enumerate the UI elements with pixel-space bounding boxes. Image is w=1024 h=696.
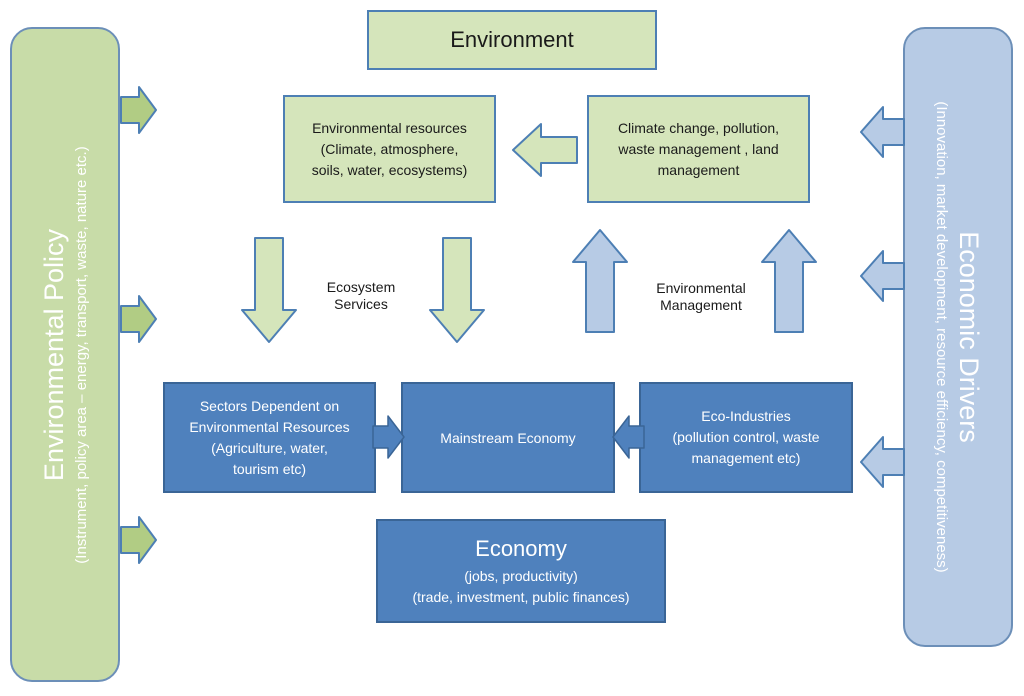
left-arrow-icon [860,436,905,488]
economic-drivers-title: Economic Drivers [954,231,984,443]
climate-change-box: Climate change, pollution, waste managem… [587,95,810,203]
mainstream-economy-box: Mainstream Economy [401,382,615,493]
right-arrow-icon [120,295,157,343]
left-arrow-icon [512,123,578,177]
eco-industries-line-3: management etc) [691,450,801,466]
right-arrow-icon [372,415,405,459]
environment-title: Environment [450,27,574,52]
economic-drivers-panel: Economic Drivers (Innovation, market dev… [903,27,1013,647]
sectors-dependent-line-3: (Agriculture, water, [211,439,328,456]
ecosystem-services-line-2: Services [334,296,388,312]
environmental-resources-line-2: (Climate, atmosphere, [320,140,459,157]
environmental-policy-panel: Environmental Policy (Instrument, policy… [10,27,120,682]
left-arrow-icon [860,106,905,158]
environmental-policy-subtitle: (Instrument, policy area – energy, trans… [73,145,90,564]
environment-box: Environment [367,10,657,70]
environmental-resources-line-1: Environmental resources [312,119,467,136]
up-arrow-icon [572,229,628,333]
eco-industries-box: Eco-Industries (pollution control, waste… [639,382,853,493]
up-arrow-icon [761,229,817,333]
right-arrow-icon [120,86,157,134]
ecosystem-services-label: Ecosystem Services [296,279,426,313]
right-arrow-icon [120,516,157,564]
left-arrow-icon [612,415,645,459]
economy-line-2: (trade, investment, public finances) [412,588,630,605]
climate-change-line-3: management [657,161,740,178]
economic-drivers-text: Economic Drivers (Innovation, market dev… [930,101,986,572]
environmental-management-line-1: Environmental [656,280,746,296]
sectors-dependent-box: Sectors Dependent on Environmental Resou… [163,382,376,493]
down-arrow-icon [429,237,485,343]
eco-industries-line-2: (pollution control, waste [672,429,820,445]
eco-industries-line-1: Eco-Industries [701,408,791,424]
sectors-dependent-line-4: tourism etc) [232,460,307,477]
mainstream-economy-title: Mainstream Economy [440,429,576,446]
economic-drivers-subtitle: (Innovation, market development, resourc… [933,101,950,573]
sectors-dependent-line-2: Environmental Resources [189,418,350,435]
left-arrow-icon [860,250,905,302]
sectors-dependent-line-1: Sectors Dependent on [199,397,340,414]
environmental-policy-title: Environmental Policy [39,228,69,481]
economy-title: Economy [475,535,567,561]
economy-line-1: (jobs, productivity) [464,567,578,584]
environmental-management-line-2: Management [660,297,742,313]
environmental-resources-line-3: soils, water, ecosystems) [311,161,468,178]
economy-box: Economy (jobs, productivity) (trade, inv… [376,519,666,623]
environmental-policy-text: Environmental Policy (Instrument, policy… [37,146,93,563]
climate-change-line-2: waste management , land [618,140,779,157]
environmental-management-label: Environmental Management [631,280,771,314]
down-arrow-icon [241,237,297,343]
ecosystem-services-line-1: Ecosystem [326,279,396,295]
climate-change-line-1: Climate change, pollution, [617,119,780,136]
environmental-resources-box: Environmental resources (Climate, atmosp… [283,95,496,203]
